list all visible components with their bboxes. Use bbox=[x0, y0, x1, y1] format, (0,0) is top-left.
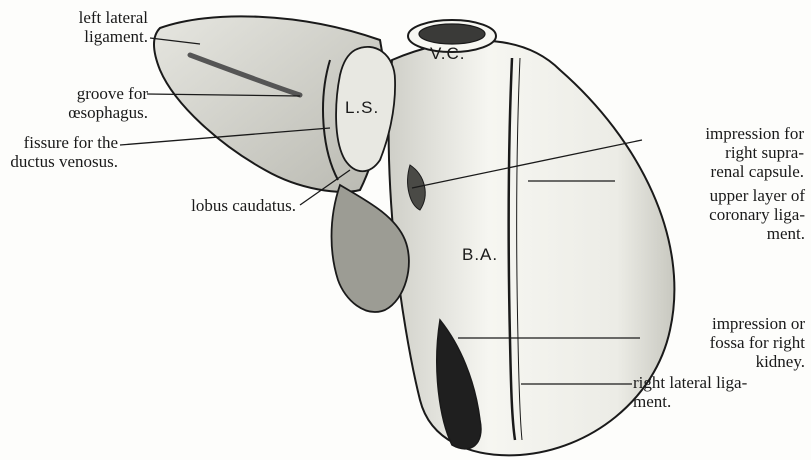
region-ba: B.A. bbox=[462, 245, 498, 265]
label-right-lateral-ligament: right lateral liga- ment. bbox=[633, 373, 805, 411]
label-impression-kidney: impression or fossa for right kidney. bbox=[640, 314, 805, 371]
label-impression-suprarenal: impression for right supra- renal capsul… bbox=[644, 124, 804, 181]
label-lobus-caudatus: lobus caudatus. bbox=[160, 196, 296, 215]
region-ls: L.S. bbox=[345, 98, 379, 118]
right-lobe bbox=[389, 41, 675, 456]
region-vc: V.C. bbox=[430, 44, 466, 64]
label-coronary-ligament: upper layer of coronary liga- ment. bbox=[640, 186, 805, 243]
label-left-lateral-ligament: left lateral ligament. bbox=[18, 8, 148, 46]
label-groove-oesophagus: groove for œsophagus. bbox=[40, 84, 148, 122]
label-fissure-ductus: fissure for the ductus venosus. bbox=[0, 133, 118, 171]
